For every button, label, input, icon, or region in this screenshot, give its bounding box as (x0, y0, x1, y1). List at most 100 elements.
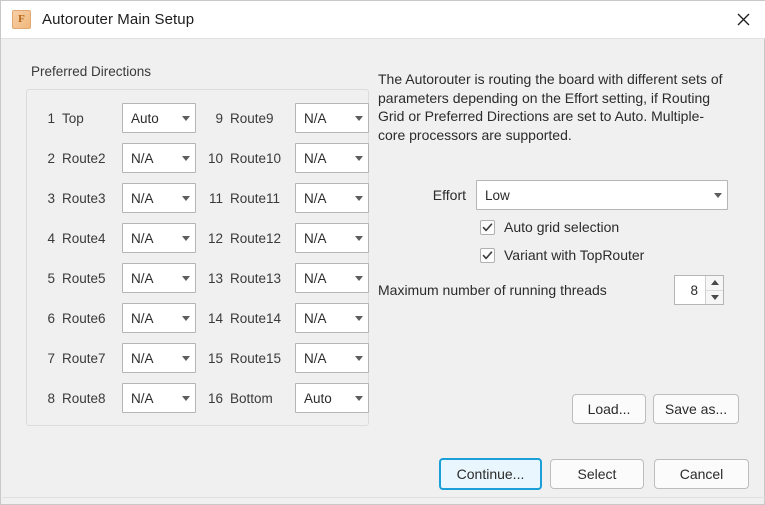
variant-with-toprouter-checkbox[interactable] (480, 247, 495, 263)
chevron-down-icon (177, 115, 195, 121)
auto-grid-selection-label: Auto grid selection (504, 219, 620, 235)
layer-direction-value: N/A (131, 190, 154, 206)
layer-name: Route5 (62, 270, 106, 286)
stepper-buttons (705, 276, 723, 304)
layer-direction-dropdown[interactable]: N/A (295, 223, 369, 253)
layer-direction-dropdown[interactable]: N/A (295, 143, 369, 173)
layer-name: Route3 (62, 190, 106, 206)
layer-direction-value: N/A (304, 190, 327, 206)
layer-direction-value: N/A (131, 270, 154, 286)
layer-direction-value: N/A (131, 310, 154, 326)
layer-direction-dropdown[interactable]: N/A (295, 103, 369, 133)
layer-name: Route11 (230, 190, 281, 206)
chevron-down-icon (350, 155, 368, 161)
cancel-button[interactable]: Cancel (654, 459, 749, 489)
chevron-down-icon (350, 235, 368, 241)
save-as-button[interactable]: Save as... (653, 394, 739, 424)
layer-number: 1 (47, 110, 55, 126)
description-text: The Autorouter is routing the board with… (378, 71, 723, 143)
layer-row: 7 Route7 N/A (39, 343, 196, 373)
layer-number: 13 (207, 270, 223, 286)
load-button[interactable]: Load... (572, 394, 646, 424)
layer-number: 4 (47, 230, 55, 246)
layer-direction-value: N/A (304, 230, 327, 246)
layer-direction-dropdown[interactable]: N/A (122, 143, 196, 173)
app-icon: F (12, 10, 31, 29)
layer-direction-value: Auto (304, 390, 332, 406)
layer-direction-value: N/A (131, 230, 154, 246)
layer-direction-dropdown[interactable]: N/A (295, 263, 369, 293)
layer-name: Route4 (62, 230, 106, 246)
auto-grid-selection-row[interactable]: Auto grid selection (480, 219, 619, 235)
layer-direction-value: N/A (304, 270, 327, 286)
layer-direction-value: Auto (131, 110, 159, 126)
layer-direction-value: N/A (304, 310, 327, 326)
continue-button[interactable]: Continue... (439, 458, 542, 490)
layer-name: Route9 (230, 110, 274, 126)
layer-name: Route14 (230, 310, 282, 326)
title-bar: F Autorouter Main Setup (1, 1, 765, 39)
layer-name: Route15 (230, 350, 282, 366)
layer-direction-dropdown[interactable]: N/A (295, 183, 369, 213)
variant-with-toprouter-label: Variant with TopRouter (504, 247, 645, 263)
chevron-down-icon (177, 155, 195, 161)
stepper-up-icon[interactable] (706, 276, 723, 291)
layer-direction-dropdown[interactable]: Auto (295, 383, 369, 413)
layer-direction-dropdown[interactable]: N/A (122, 303, 196, 333)
layer-number: 6 (47, 310, 55, 326)
stepper-down-icon[interactable] (706, 291, 723, 305)
layer-name: Route7 (62, 350, 106, 366)
effort-value: Low (485, 187, 510, 203)
chevron-down-icon (177, 275, 195, 281)
max-threads-value[interactable]: 8 (690, 282, 698, 298)
layer-name: Bottom (230, 390, 273, 406)
layer-direction-value: N/A (304, 150, 327, 166)
layer-row: 2 Route2 N/A (39, 143, 196, 173)
layer-direction-dropdown[interactable]: Auto (122, 103, 196, 133)
variant-with-toprouter-row[interactable]: Variant with TopRouter (480, 247, 644, 263)
effort-dropdown[interactable]: Low (476, 180, 728, 210)
layer-row: 3 Route3 N/A (39, 183, 196, 213)
chevron-down-icon (177, 235, 195, 241)
layer-direction-dropdown[interactable]: N/A (122, 343, 196, 373)
layer-row: 4 Route4 N/A (39, 223, 196, 253)
layer-name: Route8 (62, 390, 106, 406)
layer-number: 3 (47, 190, 55, 206)
layer-name: Route12 (230, 230, 282, 246)
select-button[interactable]: Select (550, 459, 644, 489)
max-threads-stepper[interactable]: 8 (674, 275, 724, 305)
chevron-down-icon (709, 192, 727, 198)
layer-row: 1 Top Auto (39, 103, 196, 133)
chevron-down-icon (350, 355, 368, 361)
layer-number: 14 (207, 310, 223, 326)
layer-number: 9 (215, 110, 223, 126)
layer-direction-dropdown[interactable]: N/A (122, 223, 196, 253)
layer-direction-value: N/A (131, 350, 154, 366)
max-threads-label: Maximum number of running threads (378, 282, 607, 298)
layer-name: Top (62, 110, 84, 126)
layer-direction-dropdown[interactable]: N/A (295, 303, 369, 333)
chevron-down-icon (177, 355, 195, 361)
layer-direction-dropdown[interactable]: N/A (122, 383, 196, 413)
layer-direction-value: N/A (304, 350, 327, 366)
layer-direction-dropdown[interactable]: N/A (295, 343, 369, 373)
auto-grid-selection-checkbox[interactable] (480, 219, 495, 235)
layer-number: 2 (47, 150, 55, 166)
chevron-down-icon (350, 315, 368, 321)
close-icon[interactable] (720, 1, 765, 38)
layer-direction-dropdown[interactable]: N/A (122, 263, 196, 293)
layer-name: Route2 (62, 150, 106, 166)
effort-label: Effort (432, 187, 466, 203)
layer-number: 7 (47, 350, 55, 366)
preferred-directions-label: Preferred Directions (31, 64, 152, 79)
layer-direction-dropdown[interactable]: N/A (122, 183, 196, 213)
layer-number: 16 (207, 390, 223, 406)
